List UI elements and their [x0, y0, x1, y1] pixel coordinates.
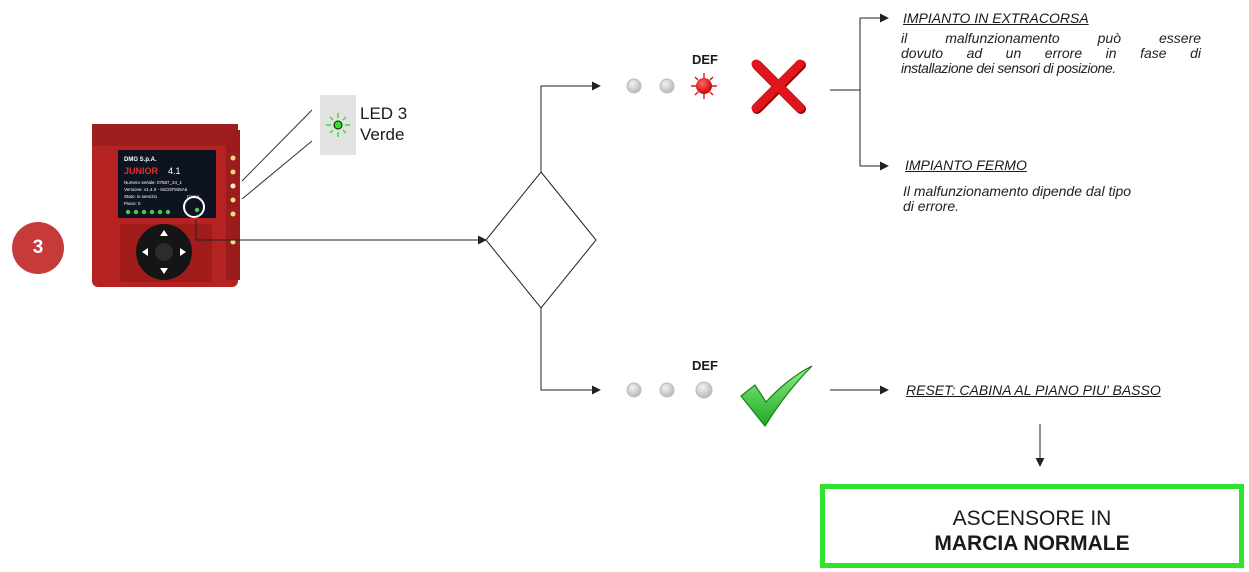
- led3-icon: [320, 95, 356, 155]
- device-model: 4.1: [168, 166, 181, 176]
- led-off-1: [627, 79, 641, 93]
- result-line1: ASCENSORE IN: [953, 507, 1112, 530]
- extracorsa-text-line1: il malfunzionamento può essere: [901, 31, 1201, 46]
- device-logo: JUNIOR: [124, 166, 159, 176]
- reset-heading: RESET: CABINA AL PIANO PIU' BASSO: [906, 382, 1161, 398]
- callout-lines: [242, 110, 312, 199]
- result-box: ASCENSORE IN MARCIA NORMALE: [820, 484, 1244, 568]
- fermo-heading: IMPIANTO FERMO: [905, 157, 1027, 173]
- error-cross-icon: [756, 64, 801, 109]
- led-off-3: [627, 383, 641, 397]
- device-line-2: Versione: v1.4.0 - 0xCDF935A6: [124, 187, 188, 192]
- step-badge: 3: [12, 222, 64, 274]
- result-line2: MARCIA NORMALE: [825, 531, 1239, 556]
- fermo-text: Il malfunzionamento dipende dal tipo di …: [903, 184, 1131, 214]
- led-def-red: [691, 73, 717, 99]
- decision-diamond: [486, 172, 596, 308]
- device-line-1: Numero seriale: 07587_24_1: [124, 180, 183, 185]
- extracorsa-text-line2: dovuto ad un errore in fase di: [901, 46, 1201, 61]
- device-line-3: Stato: in servizio: [124, 194, 158, 199]
- device-line-4: Piano: 0: [124, 201, 141, 206]
- led-off-4: [660, 383, 674, 397]
- device-brand: DMG S.p.A.: [124, 157, 157, 163]
- branch-down-arrow: [541, 308, 600, 390]
- fermo-text-line1: Il malfunzionamento dipende dal tipo: [903, 184, 1131, 199]
- def-label-top: DEF: [692, 52, 718, 67]
- extracorsa-heading: IMPIANTO IN EXTRACORSA: [903, 10, 1089, 26]
- extracorsa-text-line3: installazione dei sensori di posizione.: [901, 61, 1201, 76]
- controller-device: DMG S.p.A. JUNIOR 4.1 Numero seriale: 07…: [92, 124, 240, 287]
- def-label-bottom: DEF: [692, 358, 718, 373]
- led3-label: LED 3 Verde: [360, 103, 407, 145]
- led-def-off: [696, 382, 712, 398]
- ok-check-icon: [741, 366, 812, 426]
- led3-label-line1: LED 3: [360, 103, 407, 124]
- led3-label-line2: Verde: [360, 124, 407, 145]
- extracorsa-text: il malfunzionamento può essere dovuto ad…: [901, 31, 1201, 76]
- error-bracket: [830, 18, 860, 166]
- branch-up-arrow: [541, 86, 600, 172]
- fermo-text-line2: di errore.: [903, 199, 1131, 214]
- led-off-2: [660, 79, 674, 93]
